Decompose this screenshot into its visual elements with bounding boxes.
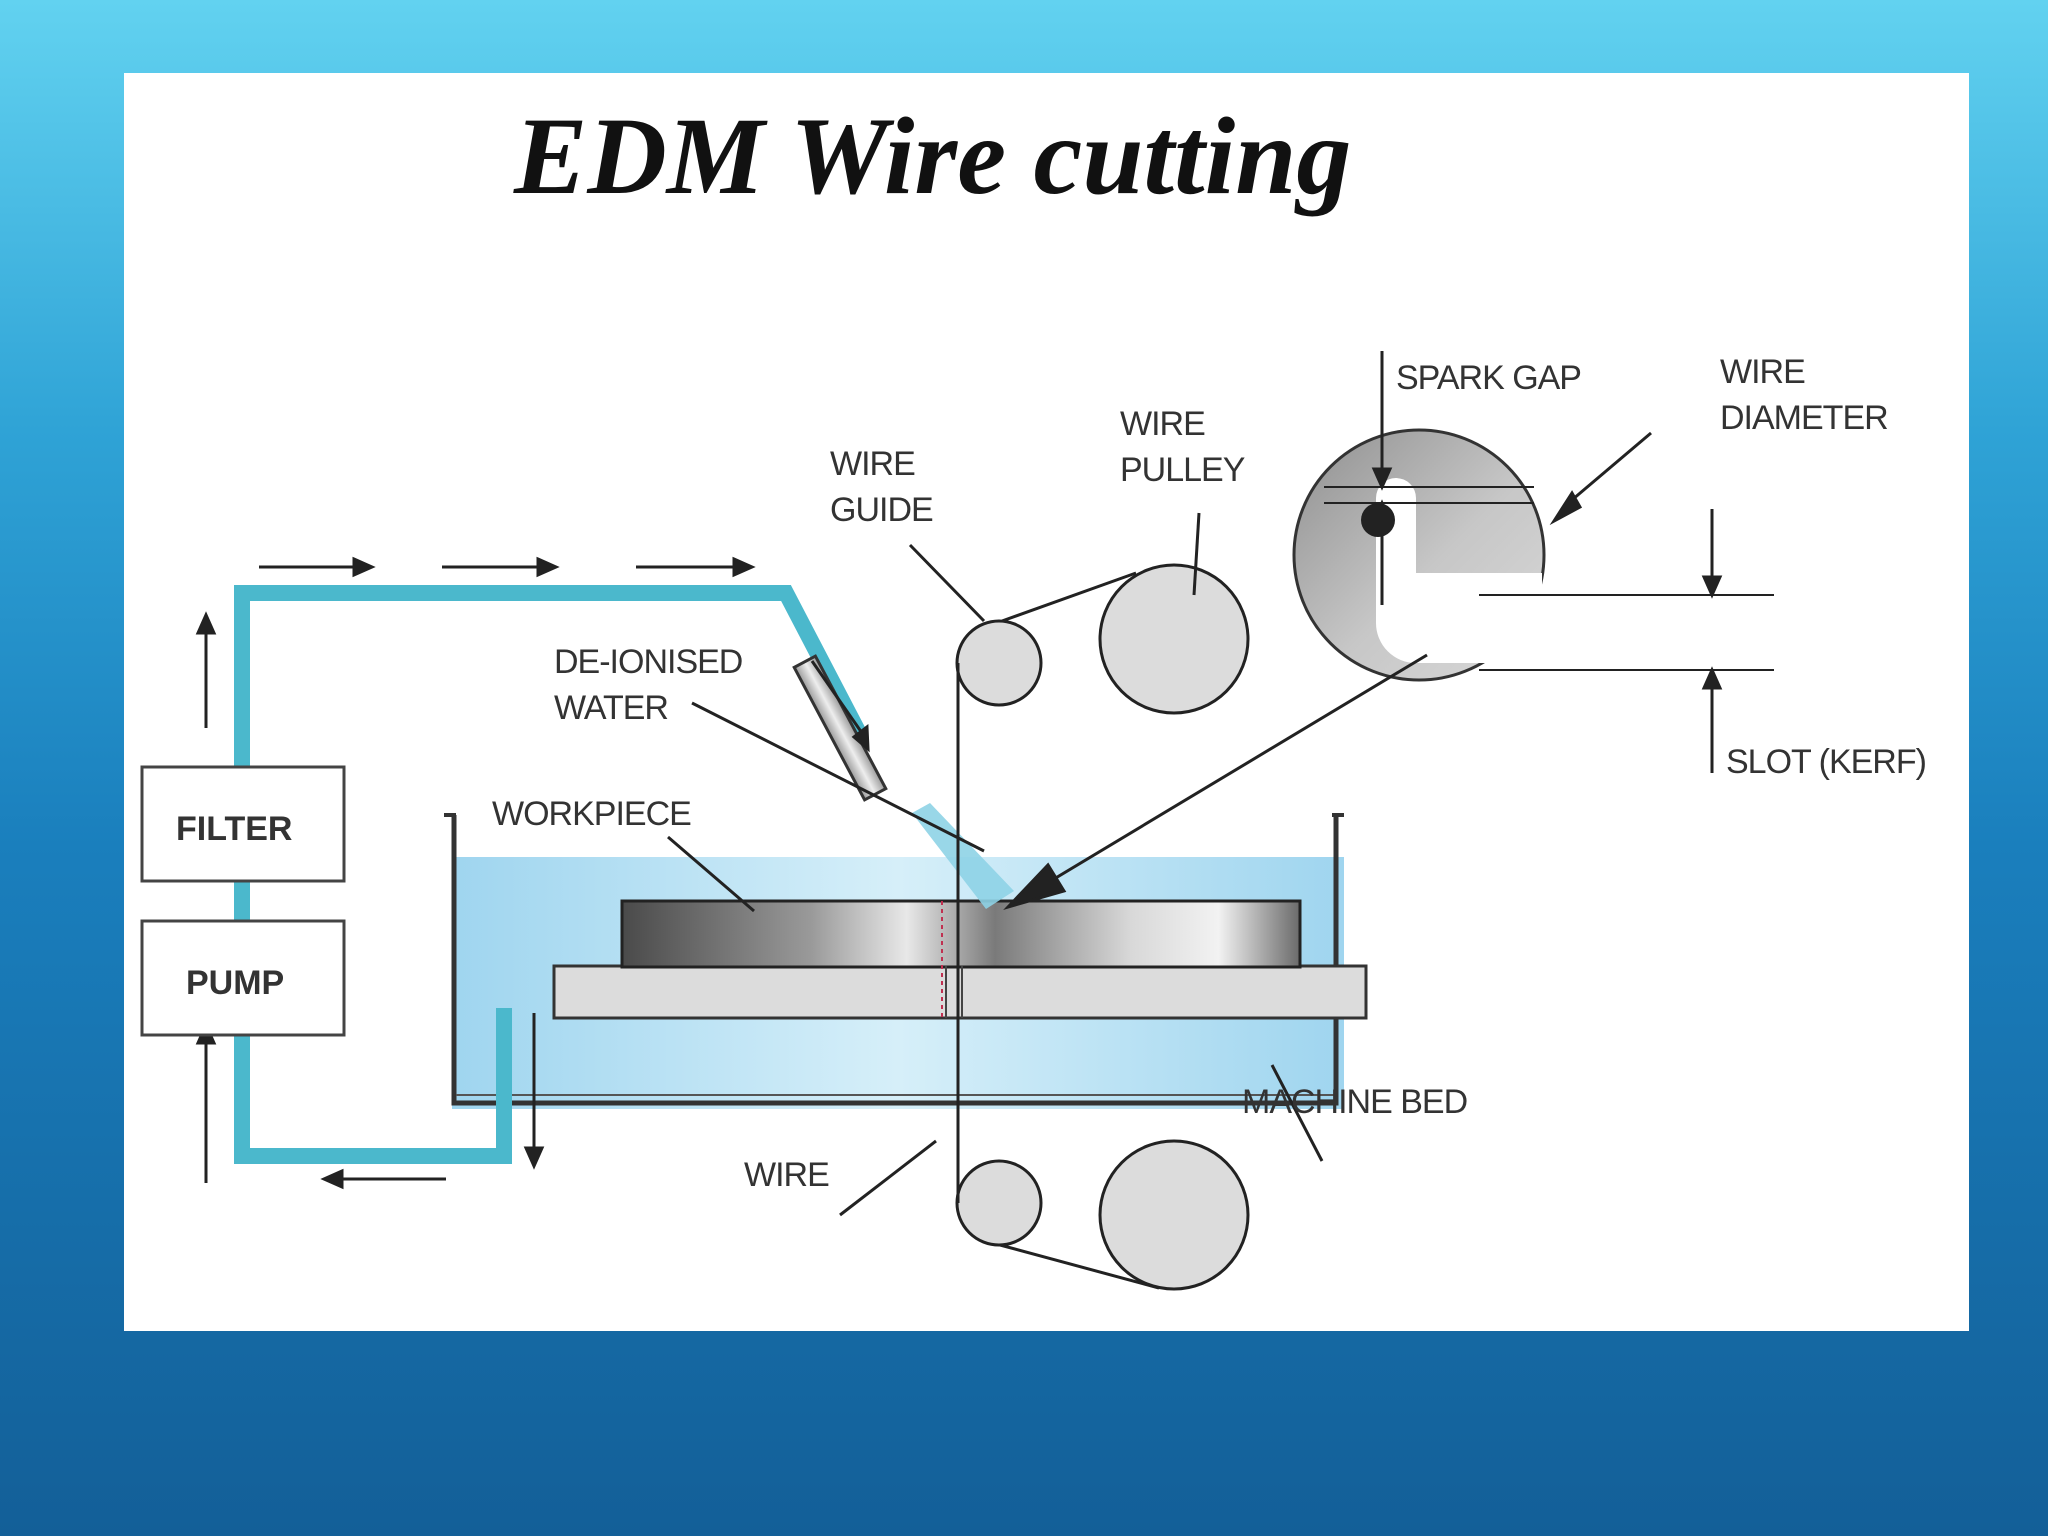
wire-guide-label-line2: GUIDE	[830, 491, 933, 529]
wire-guide-label-line1: WIRE	[830, 445, 915, 483]
wire-pulley-label-line1: WIRE	[1120, 405, 1205, 443]
filter-box	[140, 765, 346, 883]
pulley-system	[955, 563, 1250, 1291]
wire-pulley	[1098, 563, 1250, 715]
machine-bed-label: MACHINE BED	[1242, 1083, 1467, 1121]
water-jet	[912, 803, 1014, 909]
slide-title-text: EDM Wire cutting	[514, 95, 1352, 217]
kerf-slot-cutout	[1376, 478, 1542, 663]
deionised-label-line1: DE-IONISED	[554, 643, 742, 681]
flow-arrows	[195, 556, 870, 1190]
wire-label: WIRE	[744, 1156, 829, 1194]
lower-pulley	[1098, 1139, 1250, 1291]
pump-label: PUMP	[186, 964, 284, 1002]
wire-guide-pulley	[955, 619, 1043, 707]
filter-label: FILTER	[176, 810, 292, 848]
wire-diameter-label-line1: WIRE	[1720, 353, 1805, 391]
water-pipe	[234, 585, 868, 767]
wire-cross-section	[1292, 428, 1546, 682]
workpiece-label: WORKPIECE	[492, 795, 691, 833]
machine-bed-shape	[552, 964, 1368, 1020]
tank-outline	[451, 815, 1339, 1106]
slot-kerf-label: SLOT (KERF)	[1726, 743, 1926, 781]
dimension-lines	[1324, 351, 1774, 773]
wire-pulley-label-line2: PULLEY	[1120, 451, 1245, 489]
slide-card: EDM Wire cutting	[124, 73, 1969, 1331]
pump-box	[140, 919, 346, 1037]
wire-diameter-label-line2: DIAMETER	[1720, 399, 1888, 437]
lower-guide-pulley	[955, 1159, 1043, 1247]
edm-diagram: FILTER PUMP WORKPIECE DE-IONISED WATER W…	[140, 351, 1927, 1291]
water-pipe-return	[234, 1008, 512, 1164]
workpiece-shape	[620, 899, 1302, 969]
deionised-label-line2: WATER	[554, 689, 668, 727]
slide-title: EDM Wire cutting	[124, 73, 1969, 303]
leader-lines	[667, 431, 1652, 1217]
spark-gap-label: SPARK GAP	[1396, 359, 1581, 397]
